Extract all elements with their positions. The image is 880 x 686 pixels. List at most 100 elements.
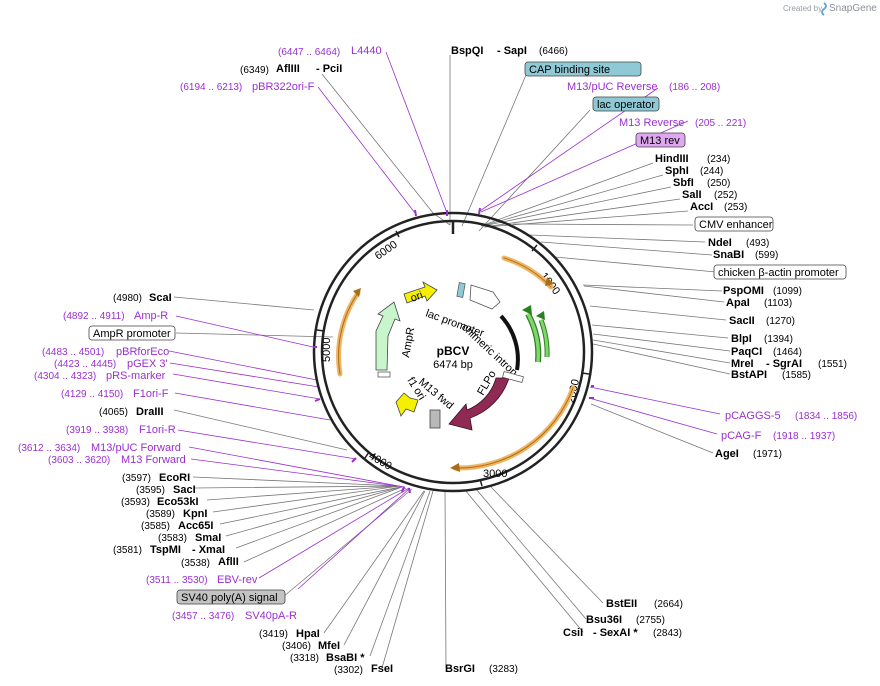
snabi-pos: (599) [755,250,778,261]
acci-label: AccI [690,201,713,213]
scai-pos: (4980) [113,293,142,304]
lac-operator-label: lac operator [597,99,655,111]
m13puc-fwd-pos: (3612 .. 3634) [18,443,80,454]
eco53ki-label: Eco53kI [157,496,199,508]
apai-pos: (1103) [764,298,792,309]
arrowhead-icon [545,277,554,286]
agei-pos: (1971) [753,449,782,460]
bsteii-pos: (2664) [654,599,683,610]
leader-lines [173,55,731,669]
sexai-label: - SexAI * [593,627,638,639]
tspmi-pos: (3581) [113,545,142,556]
prs-label: pRS-marker [106,370,166,382]
m13puc-rev-pos: (186 .. 208) [669,82,720,93]
acci-pos: (253) [724,202,747,213]
mrei-pos: (1551) [818,359,847,370]
cmv-enhancer-box [694,216,774,232]
f1ori-r-label: F1ori-R [139,424,176,436]
tick-marks [316,230,590,487]
ampr-promoter-box [88,325,176,341]
bsu36i-label: Bsu36I [586,614,622,626]
sv40pa-label: SV40 poly(A) signal [181,592,278,604]
ebv-label: EBV-rev [217,574,258,586]
bstapi-label: BstAPI [731,369,767,381]
feature-ori: ori [409,289,425,304]
m13-rev-box [635,132,686,148]
l4440-label: L4440 [351,45,382,57]
scai-label: ScaI [149,292,172,304]
acc65i-pos: (3585) [141,521,170,532]
pbrfor-pos: (4483 .. 4501) [42,347,104,358]
blpi-label: BlpI [731,333,752,345]
cap-binding-box [524,61,642,77]
chimeric-intron-feature [499,305,550,371]
sali-label: SalI [682,189,702,201]
plasmid-name: pBCV [437,344,470,358]
tick-5000: 5000 [321,338,333,362]
m13puc-fwd-label: M13/pUC Forward [91,442,181,454]
ecori-pos: (3597) [122,473,151,484]
pcaggs-pos: (1834 .. 1856) [795,411,857,422]
acc65i-label: Acc65I [178,520,213,532]
cba-promoter-box [713,264,847,280]
smai-pos: (3583) [158,533,187,544]
saci-label: SacI [173,484,196,496]
smai-label: SmaI [195,532,221,544]
sacii-pos: (1270) [766,316,795,327]
cmv-enhancer-label: CMV enhancer [699,219,773,231]
kpni-pos: (3589) [146,509,175,520]
draIII-pos: (4065) [99,407,128,418]
ampr-promoter-label: AmpR promoter [93,328,171,340]
csii-label: CsiI [563,627,583,639]
bsrgi-pos: (3283) [489,664,518,675]
snabi-label: SnaBI [713,249,744,261]
pspomi-label: PspOMI [723,285,764,297]
pcaggs-label: pCAGGS-5 [725,410,781,422]
agei-label: AgeI [715,448,739,460]
fsei-label: FseI [371,663,393,675]
pcag-label: pCAG-F [721,430,762,442]
sphi-pos: (244) [700,166,723,177]
aflii-pos: (3538) [181,558,210,569]
hindIII-pos: (234) [707,154,730,165]
ndei-label: NdeI [708,237,732,249]
apai-label: ApaI [726,297,750,309]
bsu36i-pos: (2755) [636,615,665,626]
sgrai-label: - SgrAI [766,358,802,370]
aflIII-pos: (6349) [240,65,269,76]
m13-forward-label: M13 Forward [121,454,186,466]
credit-prefix: Created by [783,4,822,13]
credit-brand: SnapGene [829,3,877,14]
f1ori-f-pos: (4129 .. 4150) [61,389,123,400]
hpai-pos: (3419) [259,629,288,640]
ampr-feature [375,301,401,378]
hpai-label: HpaI [296,628,320,640]
csii-pos: (2843) [653,628,682,639]
pgex-pos: (4423 .. 4445) [54,359,116,370]
fsei-pos: (3302) [334,665,363,676]
tick-3000: 3000 [483,468,507,480]
sphi-label: SphI [665,165,689,177]
ampr-pos: (4892 .. 4911) [63,311,125,322]
pbrfor-label: pBRforEco [116,346,169,358]
sali-pos: (252) [714,190,737,201]
prs-pos: (4304 .. 4323) [34,371,96,382]
m13-reverse-pos: (205 .. 221) [695,118,746,129]
f1-ori-feature [395,392,441,429]
draIII-label: DraIII [136,406,164,418]
cap-binding-label: CAP binding site [529,64,610,76]
l4440-pos: (6447 .. 6464) [278,47,340,58]
bsrgi-label: BsrGI [445,663,475,675]
feature-lac-promoter: lac promoter [424,308,486,340]
sbfi-pos: (250) [707,178,730,189]
mfei-pos: (3406) [282,641,311,652]
mfei-label: MfeI [318,640,340,652]
arrowhead-icon [450,463,460,472]
aflii-label: AflII [218,556,239,568]
tspmi-label: TspMI [150,544,181,556]
pcag-pos: (1918 .. 1937) [773,431,835,442]
f1ori-f-label: F1ori-F [133,388,169,400]
sacii-label: SacII [729,315,755,327]
tick-6000: 6000 [373,239,400,263]
